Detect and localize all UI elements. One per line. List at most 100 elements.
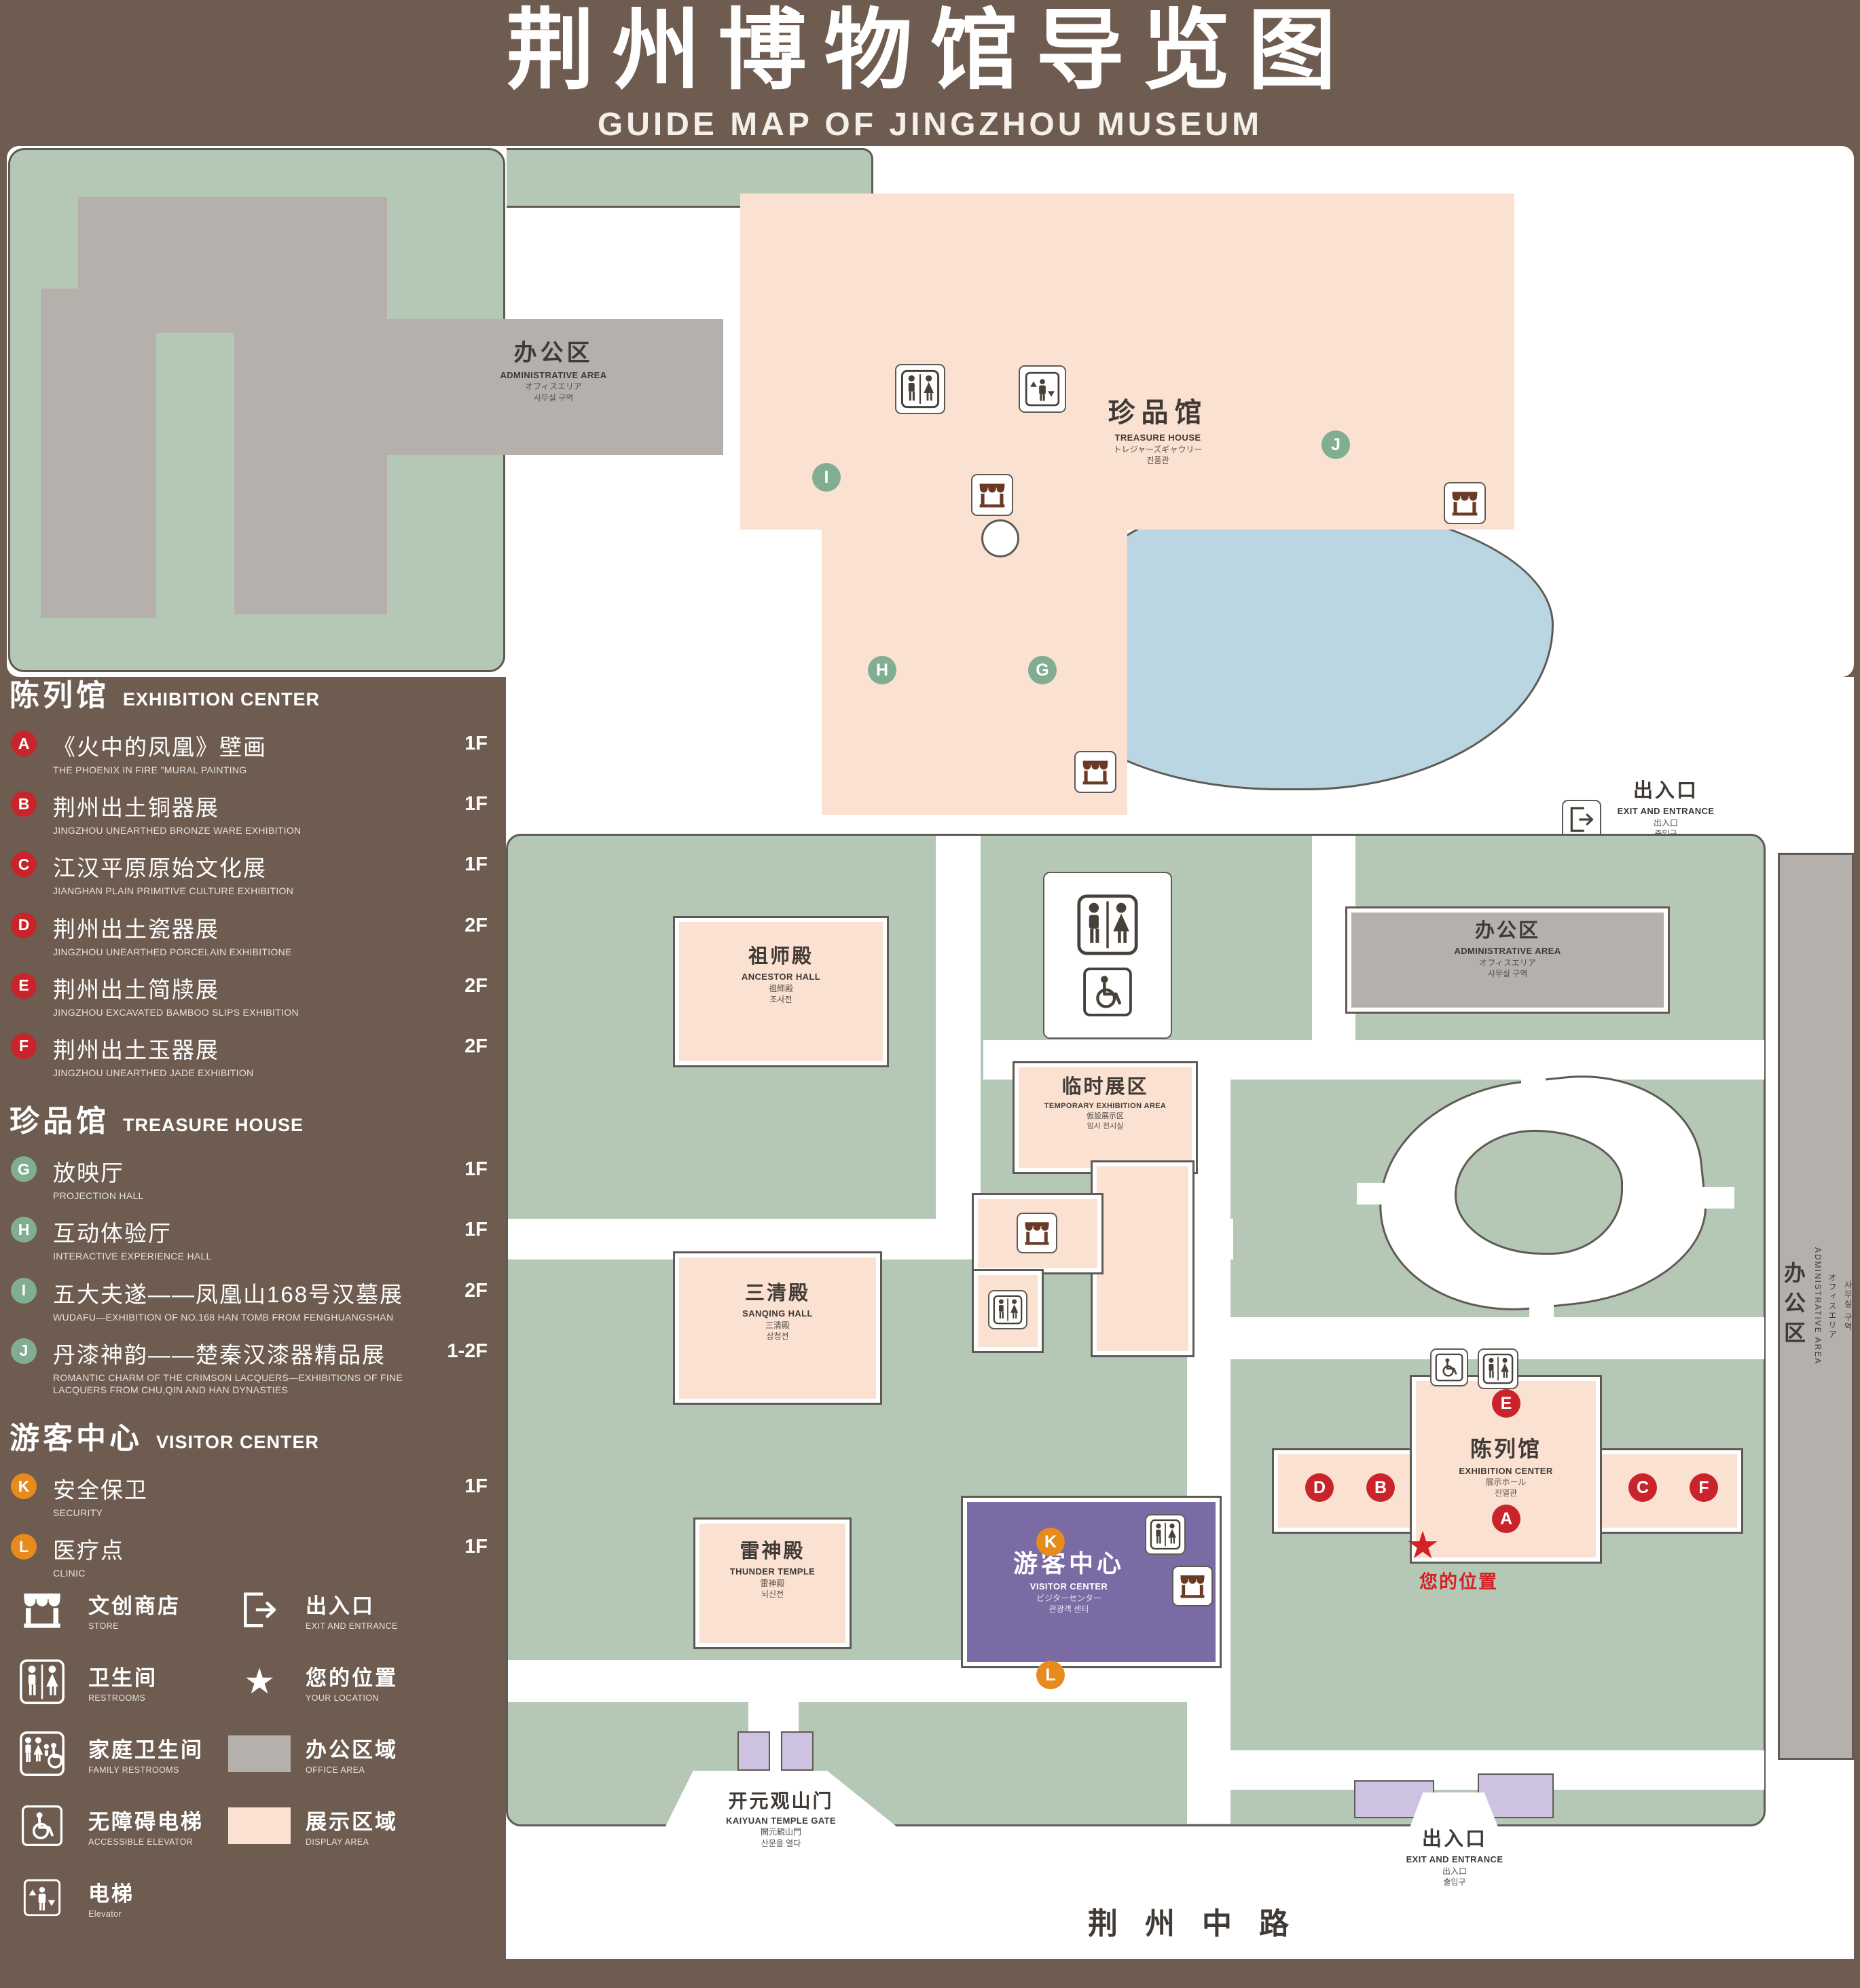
- legend-heading-exhibition-center: 陈列馆 EXHIBITION CENTER: [10, 679, 321, 712]
- gate-pier: [737, 1731, 770, 1771]
- legend-item-E: E 荆州出土简牍展 JINGZHOU EXCAVATED BAMBOO SLIP…: [10, 972, 488, 1018]
- badge-A: A: [11, 731, 37, 756]
- label-temporary-exhibition: 临时展区 TEMPORARY EXHIBITION AREA 仮設展示区 임시 …: [1044, 1076, 1167, 1131]
- accessible-elevator-icon: [1430, 1348, 1468, 1386]
- map-marker-J: J: [1321, 430, 1350, 459]
- page-subtitle: GUIDE MAP OF JINGZHOU MUSEUM: [597, 107, 1263, 143]
- label-exhibition-center: 陈列馆 EXHIBITION CENTER 展示ホール 진열관: [1459, 1437, 1553, 1498]
- building-administrative-east: 办公区 ADMINISTRATIVE AREA オフィスエリア 사무실 구역: [1778, 853, 1854, 1760]
- your-location-label: 您的位置: [1419, 1572, 1498, 1592]
- your-location-star-icon: ★: [243, 1662, 276, 1701]
- label-kaiyuan-gate: 开元观山门 KAIYUAN TEMPLE GATE 開元観山門 산문을 열다: [726, 1790, 836, 1848]
- store-icon: [1017, 1213, 1057, 1253]
- balcony-circle: [981, 519, 1019, 557]
- garden-spur: [1521, 1042, 1546, 1089]
- exit-icon: [227, 1589, 292, 1631]
- badge-J: J: [11, 1338, 37, 1364]
- road-jingzhou-middle: 荆州中路: [523, 1893, 1854, 1949]
- map-marker-I: I: [812, 463, 841, 492]
- badge-D: D: [11, 912, 37, 938]
- legend-panel: 陈列馆 EXHIBITION CENTER A 《火中的凤凰》壁画 THE PH…: [10, 671, 488, 1593]
- store-icon: [1074, 751, 1116, 793]
- badge-F: F: [11, 1033, 37, 1059]
- badge-I: I: [11, 1277, 37, 1304]
- badge-C: C: [11, 851, 37, 878]
- badge-E: E: [11, 972, 37, 999]
- office-area-swatch: [227, 1735, 292, 1772]
- badge-G: G: [11, 1156, 37, 1183]
- building-ancestor-hall: [679, 922, 883, 1061]
- page-title: 荆州博物馆导览图: [506, 1, 1354, 100]
- label-exit-east: 出入口 EXIT AND ENTRANCE 出入口 출입구: [1617, 780, 1715, 839]
- map-marker-K: K: [1036, 1528, 1065, 1556]
- accessible-elevator-icon: [10, 1805, 75, 1847]
- walkway: [1312, 836, 1355, 1040]
- store-icon: [10, 1588, 75, 1632]
- map-marker-B: B: [1366, 1473, 1395, 1502]
- legend-item-H: H 互动体验厅 INTERACTIVE EXPERIENCE HALL 1F: [10, 1215, 488, 1262]
- legend-item-I: I 五大夫遂——凤凰山168号汉墓展 WUDAFU—EXHIBITION OF …: [10, 1276, 488, 1323]
- lake: [1051, 501, 1554, 790]
- restroom-icon: [10, 1659, 75, 1705]
- label-ancestor-hall: 祖师殿 ANCESTOR HALL 祖師殿 조사전: [741, 946, 821, 1004]
- road-name: 荆州中路: [1088, 1907, 1316, 1940]
- walkway: [936, 836, 981, 1228]
- garden-spur: [1529, 1291, 1554, 1332]
- garden-spur: [1696, 1187, 1734, 1209]
- accessible-restroom-icon: [1082, 967, 1133, 1017]
- label-administrative-ne: 办公区 ADMINISTRATIVE AREA オフィスエリア 사무실 구역: [1454, 920, 1561, 978]
- restroom-icon: [1145, 1514, 1186, 1555]
- legend-item-J: J 丹漆神韵——楚秦汉漆器精品展 ROMANTIC CHARM OF THE C…: [10, 1337, 488, 1396]
- legend-heading-visitor-center: 游客中心 VISITOR CENTER: [10, 1422, 320, 1456]
- badge-L: L: [11, 1534, 37, 1560]
- store-icon: [971, 474, 1013, 516]
- label-sanqing-hall: 三清殿 SANQING HALL 三清殿 삼청전: [742, 1283, 813, 1341]
- elevator-icon: [10, 1879, 75, 1917]
- legend-item-L: L 医疗点 CLINIC 1F: [10, 1532, 488, 1579]
- badge-B: B: [11, 791, 37, 817]
- restroom-icon: [1478, 1348, 1518, 1389]
- restroom-panel: [1043, 872, 1172, 1039]
- label-visitor-center: 游客中心 VISITOR CENTER ビジターセンター 관광객 센터: [1013, 1549, 1125, 1614]
- legend-item-B: B 荆州出土铜器展 JINGZHOU UNEARTHED BRONZE WARE…: [10, 790, 488, 836]
- restroom-icon: [895, 364, 945, 414]
- store-icon: [1444, 482, 1486, 524]
- exit-icon: [1562, 800, 1601, 839]
- restroom-icon: [1076, 894, 1139, 956]
- your-location-star-icon: ★: [1406, 1524, 1440, 1566]
- map-marker-G: G: [1028, 656, 1057, 684]
- elevator-icon: [1019, 365, 1066, 413]
- map-marker-C: C: [1628, 1473, 1657, 1502]
- map-marker-L: L: [1036, 1661, 1065, 1689]
- restroom-icon: [988, 1290, 1027, 1329]
- garden-island: [1455, 1130, 1623, 1255]
- map-marker-E: E: [1492, 1389, 1520, 1418]
- legend-item-K: K 安全保卫 SECURITY 1F: [10, 1472, 488, 1519]
- building-temporary-exhibition: [1019, 1067, 1192, 1168]
- gate-pier: [781, 1731, 814, 1771]
- legend-item-D: D 荆州出土瓷器展 JINGZHOU UNEARTHED PORCELAIN E…: [10, 911, 488, 958]
- family-restroom-icon: [10, 1731, 75, 1777]
- legend-heading-treasure-house: 珍品馆 TREASURE HOUSE: [10, 1105, 304, 1139]
- building-temporary-exhibition-wing: [1097, 1166, 1188, 1351]
- label-exit-south: 出入口 EXIT AND ENTRANCE 出入口 출입구: [1406, 1828, 1503, 1887]
- building-administrative-ne: [1351, 913, 1664, 1008]
- store-icon: [1172, 1566, 1213, 1606]
- building-exhibition-wing-left: [1278, 1454, 1418, 1528]
- map-marker-H: H: [868, 656, 896, 684]
- map-marker-F: F: [1690, 1473, 1718, 1502]
- label-thunder-temple: 雷神殿 THUNDER TEMPLE 雷神殿 뇌신전: [729, 1541, 816, 1599]
- badge-H: H: [11, 1217, 37, 1243]
- walkway: [508, 1660, 1188, 1702]
- map-marker-A: A: [1492, 1505, 1520, 1533]
- legend-item-A: A 《火中的凤凰》壁画 THE PHOENIX IN FIRE "MURAL P…: [10, 729, 488, 776]
- walkway: [1187, 1040, 1230, 1824]
